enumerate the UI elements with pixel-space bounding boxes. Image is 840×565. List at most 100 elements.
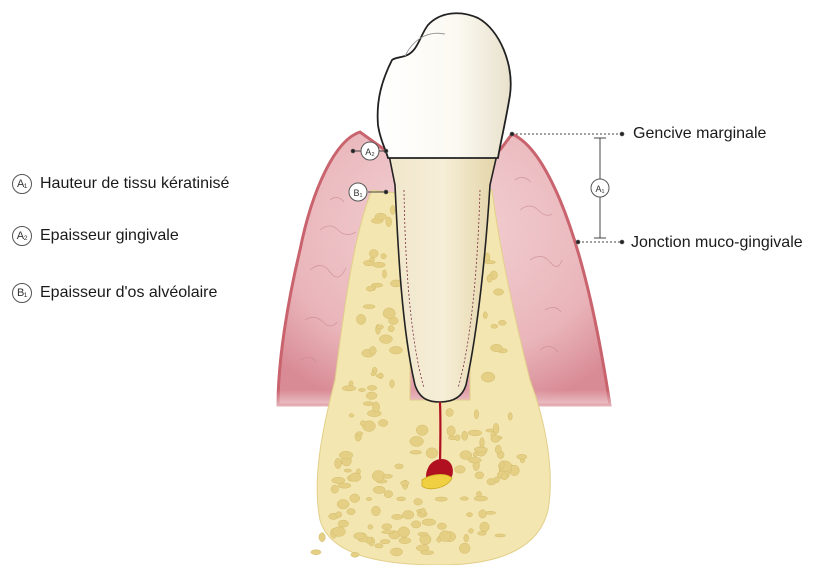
bone-pore xyxy=(373,486,385,493)
a1-marker-label: A₁ xyxy=(595,184,604,194)
bone-pore xyxy=(446,409,453,417)
bone-pore xyxy=(357,314,366,324)
bone-pore xyxy=(466,513,472,517)
bone-pore xyxy=(491,344,503,351)
legend-item-a1: A₁ Hauteur de tissu kératinisé xyxy=(12,174,229,194)
bone-pore xyxy=(439,531,450,542)
bone-pore xyxy=(399,538,411,544)
bone-pore xyxy=(426,448,438,458)
bone-pore xyxy=(484,261,495,264)
bone-pore xyxy=(372,402,379,412)
bone-pore xyxy=(344,469,351,472)
measure-jonction-line xyxy=(576,240,624,244)
bone-pore xyxy=(480,438,485,448)
bone-pore xyxy=(351,552,359,557)
bone-pore xyxy=(437,523,446,529)
bone-pore xyxy=(494,289,504,295)
bone-pore xyxy=(383,270,387,278)
bone-pore xyxy=(392,514,403,519)
bone-pore xyxy=(483,312,487,319)
bone-pore xyxy=(349,414,354,418)
bone-pore xyxy=(369,258,374,262)
bone-pore xyxy=(333,527,346,537)
bone-pore xyxy=(480,522,489,532)
bone-pore xyxy=(337,500,349,509)
bone-pore xyxy=(331,485,339,493)
callout-jonction-muco-gingivale: Jonction muco-gingivale xyxy=(631,234,803,252)
bone-pore xyxy=(517,454,527,459)
bone-pore xyxy=(495,445,501,454)
b1-marker-label: B₁ xyxy=(353,188,362,198)
bone-pore xyxy=(421,508,426,515)
bone-pore xyxy=(498,320,506,325)
bone-pore xyxy=(356,432,363,436)
bone-pore xyxy=(342,386,356,391)
bone-pore xyxy=(398,527,410,537)
bone-pore xyxy=(435,497,447,501)
bone-pore xyxy=(358,388,365,391)
bone-pore xyxy=(382,531,395,534)
bone-pore xyxy=(493,423,499,434)
bone-pore xyxy=(367,386,377,391)
bone-pore xyxy=(379,335,392,344)
bone-pore xyxy=(366,392,377,399)
bone-pore xyxy=(376,325,383,329)
bone-pore xyxy=(366,497,372,500)
bone-pore xyxy=(338,520,349,527)
bone-pore xyxy=(478,532,487,536)
bone-pore xyxy=(376,374,383,378)
legend-label-a1: Hauteur de tissu kératinisé xyxy=(40,175,229,193)
callout-gencive-marginale: Gencive marginale xyxy=(633,125,766,143)
bone-pore xyxy=(411,521,421,528)
bone-pore xyxy=(386,217,392,227)
bone-pore xyxy=(354,533,365,540)
bone-pore xyxy=(336,512,342,518)
bone-pore xyxy=(349,473,361,482)
bone-pore xyxy=(508,412,512,420)
bone-pore xyxy=(455,435,460,441)
bone-pore xyxy=(350,494,360,503)
bone-pore xyxy=(384,491,393,498)
bone-pore xyxy=(388,326,394,332)
bone-pore xyxy=(410,451,422,455)
bone-pore xyxy=(485,511,496,514)
bone-pore xyxy=(416,425,428,435)
bone-pore xyxy=(395,464,404,469)
bone-pore xyxy=(495,534,506,537)
bone-pore xyxy=(403,511,414,520)
bone-pore xyxy=(380,540,390,544)
bone-pore xyxy=(369,347,376,355)
bone-pore xyxy=(422,519,436,526)
bone-pore xyxy=(494,477,499,483)
bone-pore xyxy=(363,402,373,406)
bone-pore xyxy=(491,324,498,328)
bone-pore xyxy=(460,497,468,501)
bone-pore xyxy=(371,372,376,376)
bone-pore xyxy=(311,550,321,555)
bone-pore xyxy=(474,496,488,501)
bone-pore xyxy=(363,305,375,309)
bone-pore xyxy=(468,457,481,463)
legend-item-a2: A₂ Epaisseur gingivale xyxy=(12,226,179,246)
measure-gencive-marginale-line xyxy=(510,132,624,136)
bone-pore xyxy=(372,506,381,516)
legend-item-b1: B₁ Epaisseur d'os alvéolaire xyxy=(12,283,217,303)
bone-pore xyxy=(474,410,478,419)
bone-pore xyxy=(479,510,487,518)
bone-pore xyxy=(369,250,378,258)
bone-pore xyxy=(390,380,395,388)
bone-pore xyxy=(418,532,429,536)
bone-pore xyxy=(366,286,374,291)
bone-pore xyxy=(401,481,410,486)
bone-pore xyxy=(360,421,365,426)
bone-pore xyxy=(383,308,395,319)
bone-pore xyxy=(468,430,482,436)
bone-pore xyxy=(476,491,481,496)
bone-pore xyxy=(373,262,385,267)
bone-pore xyxy=(416,545,429,551)
bone-pore xyxy=(487,275,492,283)
legend-badge-a1: A₁ xyxy=(12,174,32,194)
bone-pore xyxy=(338,483,351,488)
bone-pore xyxy=(335,458,342,468)
legend-badge-b1: B₁ xyxy=(12,283,32,303)
